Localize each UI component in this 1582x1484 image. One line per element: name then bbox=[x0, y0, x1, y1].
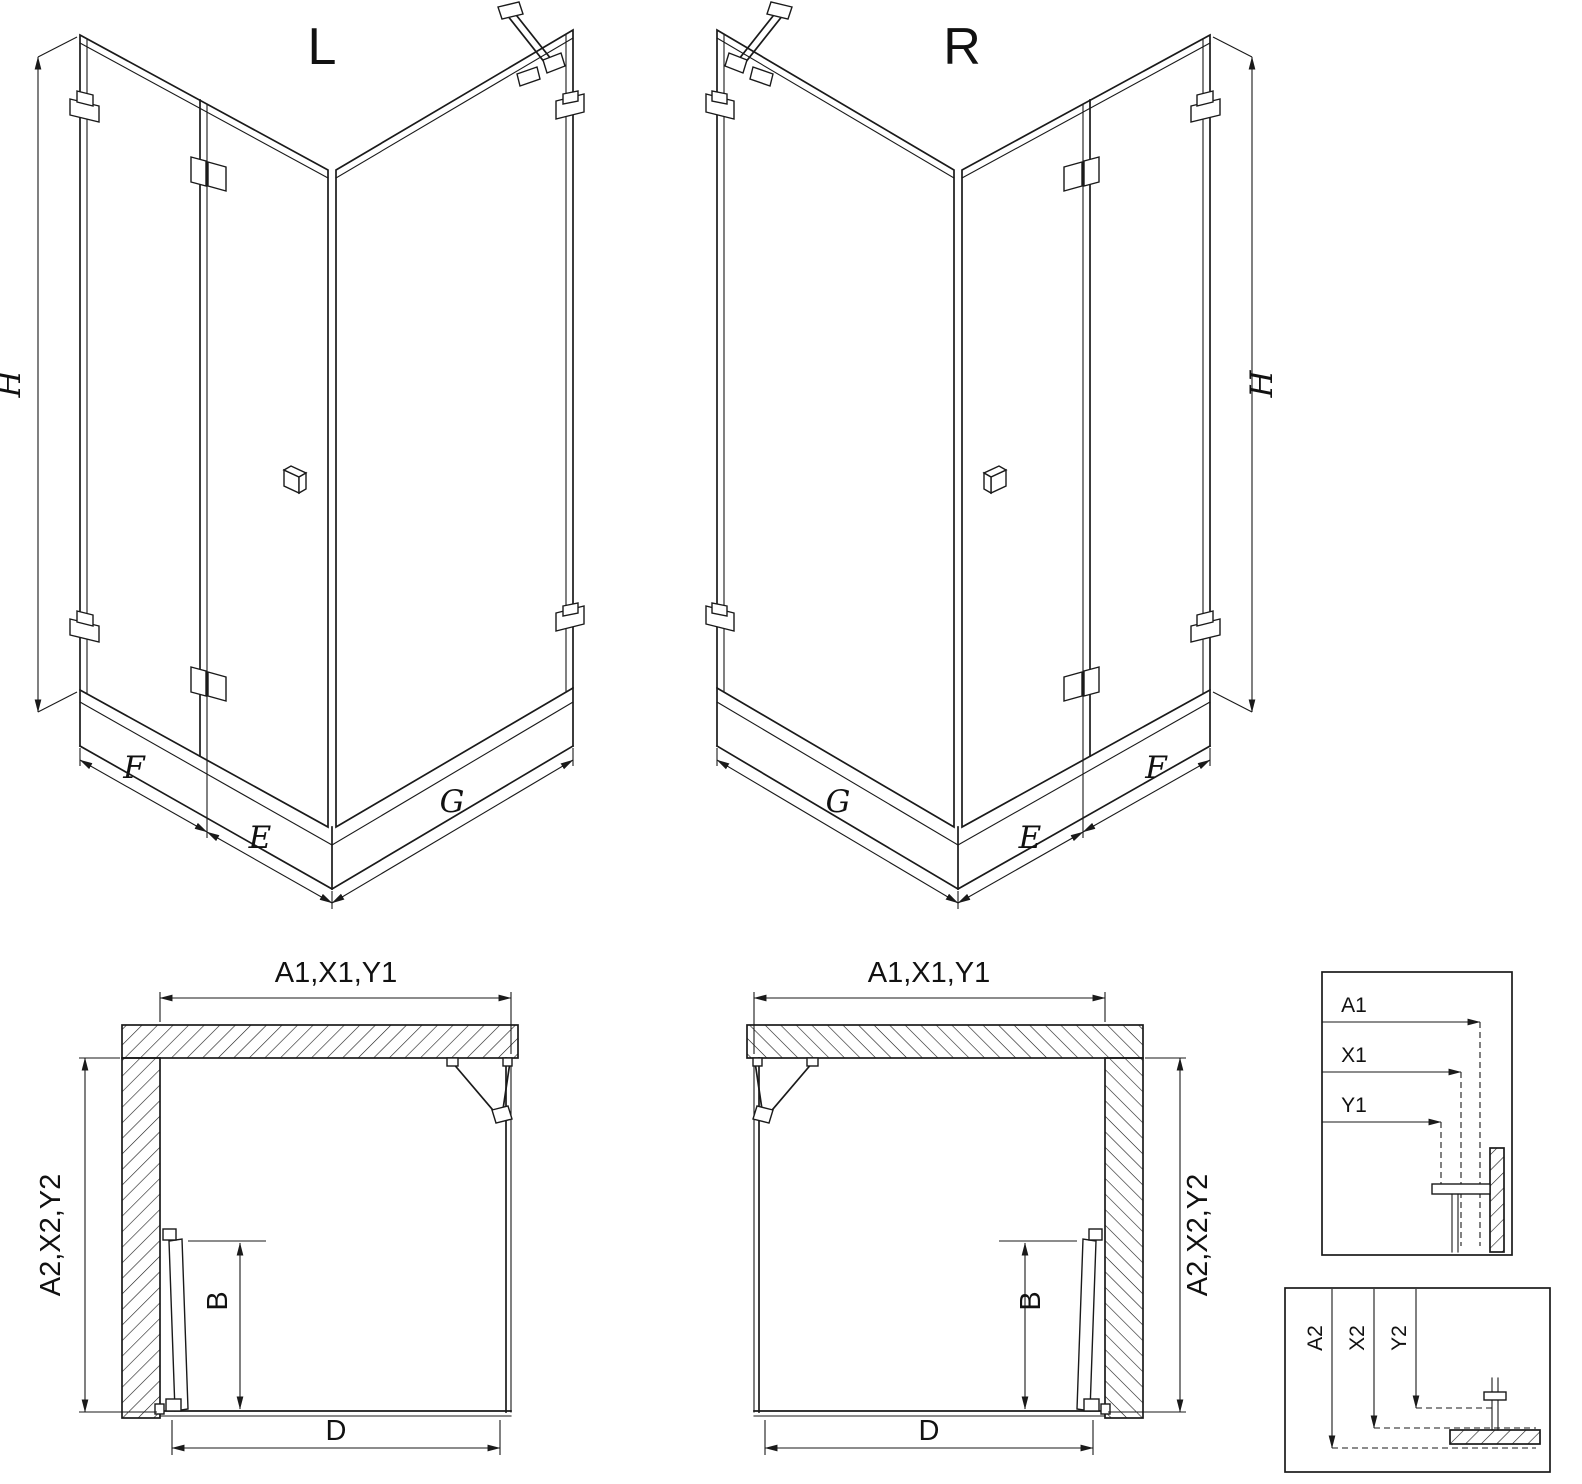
plan-right-dim-d: D bbox=[919, 1415, 940, 1447]
detail-a2-label: A2 bbox=[1304, 1325, 1327, 1351]
plan-right-top-dim: A1,X1,Y1 bbox=[868, 957, 991, 989]
plan-left-dim-b: B bbox=[202, 1291, 234, 1310]
corner-profile-detail-top bbox=[1431, 1147, 1505, 1253]
dim-label-g-left: G bbox=[440, 784, 465, 820]
detail-x2-label: X2 bbox=[1346, 1325, 1369, 1351]
plan-left-art bbox=[79, 992, 518, 1455]
iso-left-art bbox=[38, 2, 584, 909]
iso-right-art bbox=[706, 2, 1252, 909]
detail-x1-label: X1 bbox=[1341, 1044, 1367, 1067]
plan-left-top-dim: A1,X1,Y1 bbox=[275, 957, 398, 989]
variant-label-right: R bbox=[943, 18, 981, 76]
corner-profile-detail-bottom bbox=[1449, 1377, 1541, 1445]
plan-left-dim-d: D bbox=[326, 1415, 347, 1447]
dim-label-g-right: G bbox=[826, 784, 851, 820]
dim-label-e-right: E bbox=[1018, 820, 1042, 856]
plan-right-art bbox=[747, 992, 1186, 1455]
variant-label-left: L bbox=[308, 18, 337, 76]
plan-view-right: A1,X1,Y1 A2,X2,Y2 B D bbox=[747, 957, 1214, 1455]
iso-view-left: L H F E G bbox=[0, 2, 584, 909]
dim-label-e-left: E bbox=[248, 820, 272, 856]
dim-label-f-right: F bbox=[1144, 750, 1168, 786]
detail-bottom-frame bbox=[1284, 1287, 1551, 1473]
plan-right-side-dim: A2,X2,Y2 bbox=[1182, 1174, 1214, 1297]
iso-view-right: R H F E G bbox=[706, 2, 1280, 909]
plan-view-left: A1,X1,Y1 A2,X2,Y2 B D bbox=[35, 957, 518, 1455]
detail-y1-label: Y1 bbox=[1341, 1094, 1367, 1117]
dim-label-f-left: F bbox=[122, 750, 146, 786]
dim-label-h-left: H bbox=[0, 370, 28, 399]
dim-label-h-right: H bbox=[1244, 370, 1280, 399]
detail-box-horizontal: A1 X1 Y1 bbox=[1321, 971, 1513, 1256]
detail-top-frame bbox=[1321, 971, 1513, 1256]
detail-box-vertical: A2 X2 Y2 bbox=[1284, 1287, 1551, 1473]
plan-left-side-dim: A2,X2,Y2 bbox=[35, 1174, 67, 1297]
plan-right-dim-b: B bbox=[1015, 1291, 1047, 1310]
detail-y2-label: Y2 bbox=[1388, 1325, 1411, 1351]
detail-a1-label: A1 bbox=[1341, 994, 1367, 1017]
